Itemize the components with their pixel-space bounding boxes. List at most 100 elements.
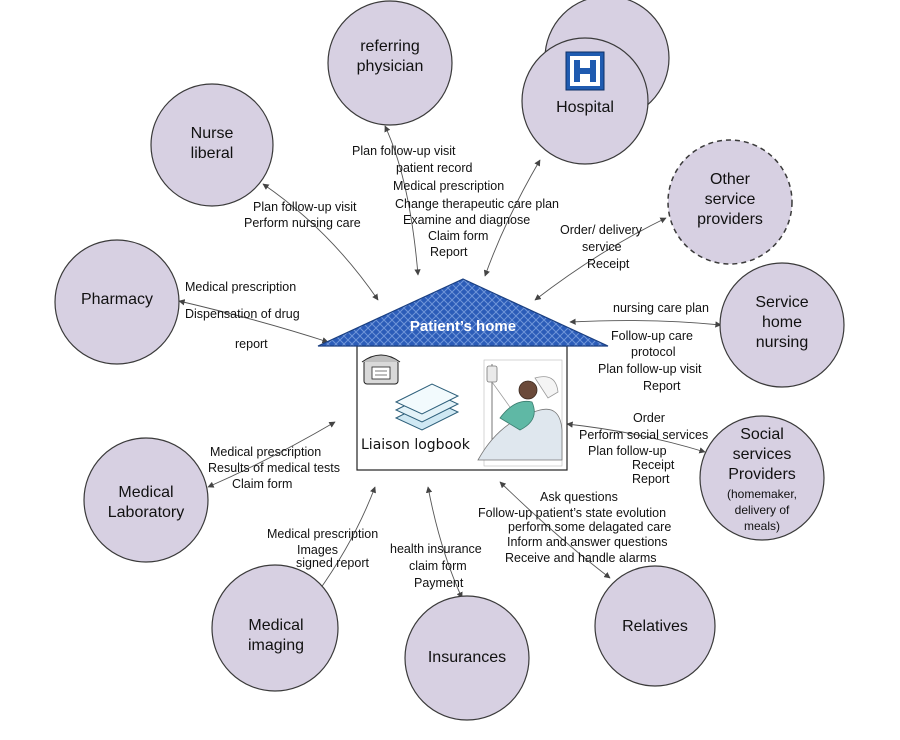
node-referring-physician: referring physician — [327, 0, 453, 126]
arrow-service-home — [569, 318, 722, 328]
other-label-1: Other — [710, 171, 751, 188]
patient-in-bed-icon — [477, 359, 563, 467]
relatives-circle — [594, 565, 716, 687]
flow-lab-2: Results of medical tests — [208, 461, 340, 475]
node-hospital: Hospital — [521, 0, 670, 165]
nurse-label-2: liberal — [191, 145, 234, 162]
flow-imaging-3: signed report — [296, 556, 369, 570]
social-note-2: delivery of — [735, 503, 790, 517]
home-roof — [317, 278, 609, 347]
pharmacy-circle — [54, 239, 180, 365]
flow-other-2: service — [582, 240, 622, 254]
arrow-lab — [207, 421, 336, 488]
flow-service-home-3: protocol — [631, 345, 675, 359]
flow-top-1: Plan follow-up visit — [352, 144, 456, 158]
flow-pharmacy-2: Dispensation of drug — [185, 307, 300, 321]
flow-nurse-2: Perform nursing care — [244, 216, 361, 230]
social-label-1: Social — [740, 426, 784, 443]
flow-imaging-2: Images — [297, 543, 338, 557]
flow-other: Order/ delivery service Receipt — [560, 223, 643, 271]
flow-imaging: Medical prescription Images signed repor… — [267, 527, 378, 570]
flow-relatives-1: Ask questions — [540, 490, 618, 504]
flow-top-6: Claim form — [428, 229, 488, 243]
node-medical-imaging: Medical imaging — [211, 564, 339, 692]
flow-top-3: Medical prescription — [393, 179, 504, 193]
social-services-circle — [699, 415, 825, 541]
flow-pharmacy: Medical prescription Dispensation of dru… — [185, 280, 300, 351]
node-insurances: Insurances — [404, 595, 530, 721]
imaging-circle — [211, 564, 339, 692]
hospital-label: Hospital — [556, 99, 614, 116]
flow-insurance-1: health insurance — [390, 542, 482, 556]
flow-service-home-2: Follow-up care — [611, 329, 693, 343]
imaging-label-2: imaging — [248, 637, 304, 654]
flow-insurance-2: claim form — [409, 559, 467, 573]
arrow-referring — [384, 125, 421, 276]
referring-label-2: physician — [357, 58, 424, 75]
flow-relatives-3: perform some delagated care — [508, 520, 671, 534]
arrows — [178, 125, 722, 599]
service-home-circle — [719, 262, 845, 388]
flow-social: Order Perform social services Plan follo… — [579, 411, 708, 486]
referring-physician-circle — [327, 0, 453, 126]
other-providers-circle — [667, 139, 793, 265]
flow-service-home-1: nursing care plan — [613, 301, 709, 315]
flow-nurse: Plan follow-up visit Perform nursing car… — [244, 200, 361, 230]
social-label-3: Providers — [728, 466, 796, 483]
nurse-circle — [150, 83, 274, 207]
flow-top-7: Report — [430, 245, 468, 259]
flow-relatives: Ask questions Follow-up patient’s state … — [478, 490, 671, 565]
node-social-services: Social services Providers (homemaker, de… — [699, 415, 825, 541]
home-title: Patient’s home — [410, 318, 516, 335]
arrow-imaging — [317, 486, 376, 593]
social-note-1: (homemaker, — [727, 487, 797, 501]
other-label-3: providers — [697, 211, 763, 228]
flow-service-home-4: Plan follow-up visit — [598, 362, 702, 376]
insurances-label: Insurances — [428, 649, 506, 666]
flow-social-3: Plan follow-up — [588, 444, 667, 458]
arrow-nurse — [262, 183, 379, 301]
flow-social-2: Perform social services — [579, 428, 708, 442]
arrow-hospital — [483, 159, 541, 277]
flow-pharmacy-3: report — [235, 337, 268, 351]
social-label-2: services — [733, 446, 792, 463]
lab-label-1: Medical — [118, 484, 173, 501]
flow-lab-3: Claim form — [232, 477, 292, 491]
flow-social-5: Report — [632, 472, 670, 486]
imaging-label-1: Medical — [248, 617, 303, 634]
arrow-insurance — [425, 486, 463, 599]
lab-circle — [83, 437, 209, 563]
arrow-relatives — [499, 481, 611, 579]
node-nurse-liberal: Nurse liberal — [150, 83, 274, 207]
flow-other-3: Receipt — [587, 257, 630, 271]
flow-insurance-3: Payment — [414, 576, 464, 590]
hospital-circle — [521, 37, 649, 165]
flow-lab: Medical prescription Results of medical … — [208, 445, 340, 491]
flow-pharmacy-1: Medical prescription — [185, 280, 296, 294]
flow-top: Plan follow-up visit patient record Medi… — [352, 144, 559, 259]
telephone-icon — [361, 354, 401, 385]
arrow-pharmacy — [178, 299, 329, 344]
flow-lab-1: Medical prescription — [210, 445, 321, 459]
hospital-sign-icon — [565, 51, 605, 91]
flow-service-home-5: Report — [643, 379, 681, 393]
node-service-home-nursing: Service home nursing — [719, 262, 845, 388]
flow-social-4: Receipt — [632, 458, 675, 472]
other-label-2: service — [705, 191, 756, 208]
social-note-3: meals) — [744, 519, 780, 533]
flow-insurance: health insurance claim form Payment — [390, 542, 482, 590]
arrow-social — [566, 421, 706, 454]
arrow-other — [534, 217, 667, 301]
node-pharmacy: Pharmacy — [54, 239, 180, 365]
node-relatives: Relatives — [594, 565, 716, 687]
nurse-label-1: Nurse — [191, 125, 234, 142]
logbook-label: Liaison logbook — [361, 437, 471, 453]
patient-home: Patient’s home Liaison logbook — [317, 278, 609, 471]
service-home-label-3: nursing — [756, 334, 808, 351]
lab-label-2: Laboratory — [108, 504, 185, 521]
flow-other-1: Order/ delivery — [560, 223, 643, 237]
flow-relatives-5: Receive and handle alarms — [505, 551, 656, 565]
service-home-label-1: Service — [755, 294, 808, 311]
documents-icon — [394, 383, 460, 431]
referring-label-1: referring — [360, 38, 420, 55]
